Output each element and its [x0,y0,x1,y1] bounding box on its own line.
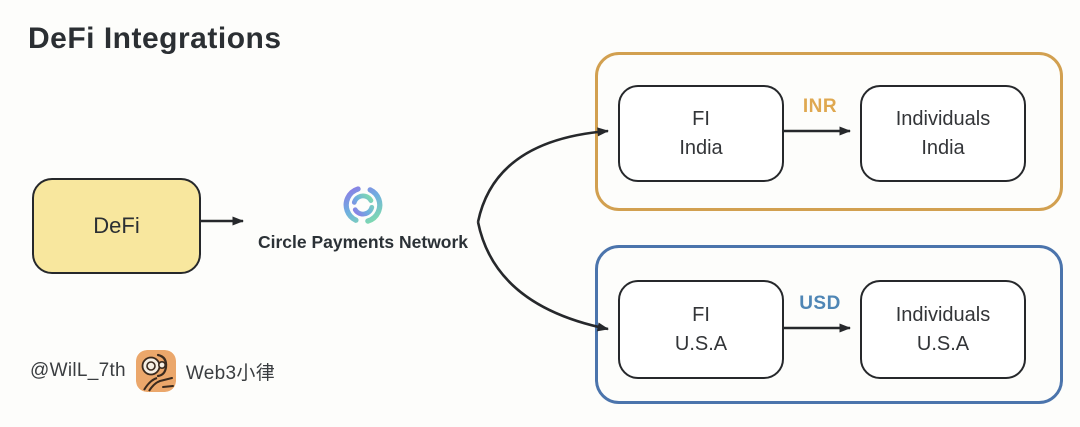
node-defi-label: DeFi [93,213,140,239]
node-fi-india: FI India [618,85,784,182]
node-fi-usa-line2: U.S.A [674,332,728,355]
edge-label-usd: USD [799,293,841,314]
node-defi: DeFi [32,178,201,274]
edge-label-inr: INR [802,96,838,117]
circle-logo-icon [343,185,383,225]
node-individuals-usa-line2: U.S.A [916,332,970,355]
node-individuals-usa-line1: Individuals [895,303,991,326]
network-hub: Circle Payments Network [248,182,478,254]
node-fi-india-line2: India [679,136,723,159]
node-individuals-india-line2: India [921,136,965,159]
node-individuals-india: Individuals India [860,85,1026,182]
node-fi-usa-line1: FI [692,303,710,326]
node-individuals-india-line1: Individuals [895,107,991,130]
thinking-face-avatar-icon [135,350,176,392]
arrow-network-to-fi-usa [476,221,609,332]
network-label: Circle Payments Network [257,232,469,252]
author-handle: @WilL_7th [30,360,126,381]
arrow-network-to-fi-india [476,127,609,223]
node-individuals-usa: Individuals U.S.A [860,280,1026,379]
footer-attribution: @WilL_7th Web3小律 [30,348,275,394]
node-fi-usa: FI U.S.A [618,280,784,379]
node-fi-india-line1: FI [692,107,710,130]
page-title: DeFi Integrations [28,22,282,55]
author-brand: Web3小律 [185,362,276,384]
